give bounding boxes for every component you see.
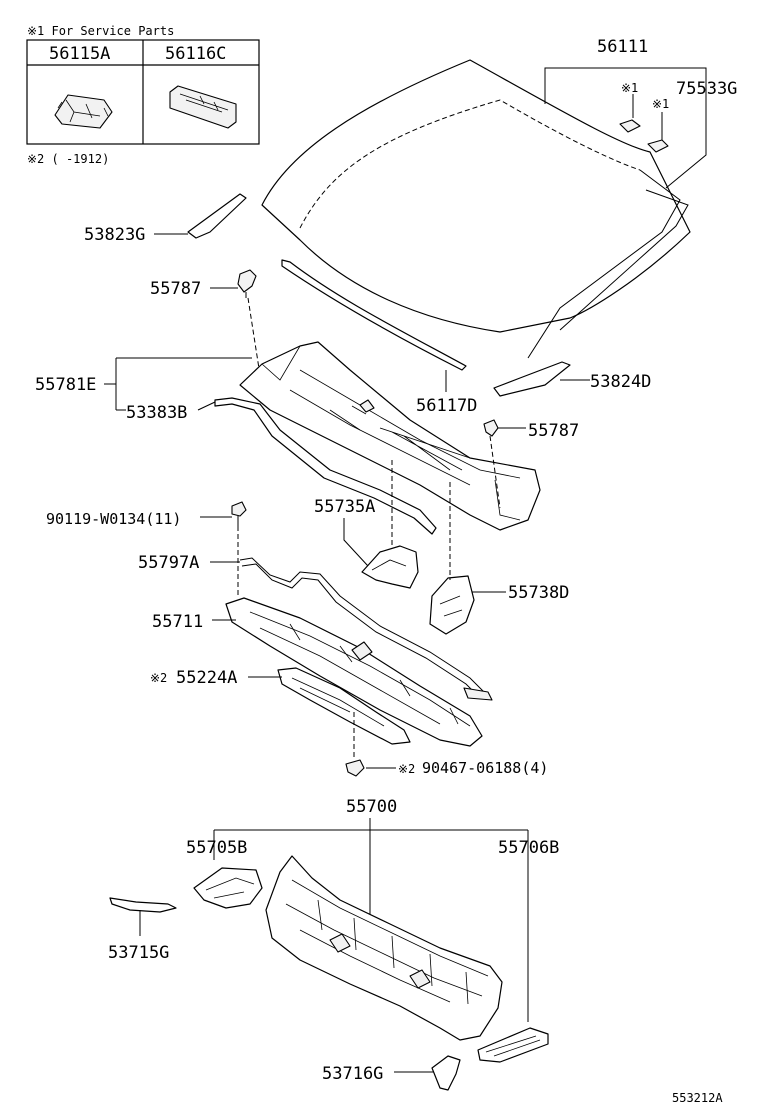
- label-56117d: 56117D: [416, 396, 477, 416]
- label-55781e: 55781E: [35, 375, 96, 395]
- bracket-55705b: [193, 867, 263, 909]
- washer-hose-55797a: [239, 557, 487, 695]
- mark1-a: ※1: [621, 81, 638, 95]
- label-53824d: 53824D: [590, 372, 651, 392]
- label-90467: 90467-06188(4): [422, 759, 548, 777]
- cowl-panel-55700: [265, 855, 503, 1041]
- label-53715g: 53715G: [108, 943, 169, 963]
- label-56111: 56111: [597, 37, 648, 57]
- label-55706b: 55706B: [498, 838, 559, 858]
- seal-53383b: [214, 397, 437, 535]
- clip-56116c-drawing: [169, 85, 237, 129]
- service-col1-label: 56115A: [49, 44, 110, 64]
- side-trim-53823g: [187, 193, 247, 239]
- label-55705b: 55705B: [186, 838, 247, 858]
- drawing-number: 553212A: [672, 1091, 723, 1105]
- mark2-a: ※2: [150, 671, 167, 685]
- bracket-55706b: [477, 1027, 549, 1063]
- clip-55787-right: [483, 419, 499, 437]
- service-parts-table: ※1 For Service Parts 56115A 56116C ※2 ( …: [26, 24, 260, 166]
- clip-56115a-drawing: [54, 94, 113, 129]
- mark1-b: ※1: [652, 97, 669, 111]
- service-footnote: ※2 ( -1912): [27, 152, 109, 166]
- seal-53715g: [109, 897, 177, 913]
- label-90119: 90119-W0134(11): [46, 510, 181, 528]
- cowl-inner-panel-55711: [225, 597, 483, 747]
- seal-53716g: [431, 1055, 461, 1091]
- label-55738d: 55738D: [508, 583, 569, 603]
- label-55787-top: 55787: [150, 279, 201, 299]
- clip-55787-top: [237, 269, 257, 298]
- label-55224a: 55224A: [176, 668, 237, 688]
- bracket-55735a: [361, 545, 419, 589]
- windshield-glass: [261, 59, 691, 371]
- bracket-55738d: [429, 575, 475, 635]
- label-55787-right: 55787: [528, 421, 579, 441]
- cowl-top-ventilator-louver: [239, 341, 541, 531]
- clip-90467: [345, 759, 365, 777]
- label-55700: 55700: [346, 797, 397, 817]
- label-53716g: 53716G: [322, 1064, 383, 1084]
- bolt-90119: [231, 501, 247, 526]
- label-55711: 55711: [152, 612, 203, 632]
- label-55797a: 55797A: [138, 553, 199, 573]
- label-55735a: 55735A: [314, 497, 375, 517]
- label-53383b: 53383B: [126, 403, 187, 423]
- mark2-b: ※2: [398, 762, 415, 776]
- label-53823g: 53823G: [84, 225, 145, 245]
- side-trim-53824d: [493, 361, 571, 397]
- service-col2-label: 56116C: [165, 44, 226, 64]
- service-note-title: ※1 For Service Parts: [27, 24, 174, 38]
- panel-55224a: [277, 667, 411, 745]
- label-75533g: 75533G: [676, 79, 737, 99]
